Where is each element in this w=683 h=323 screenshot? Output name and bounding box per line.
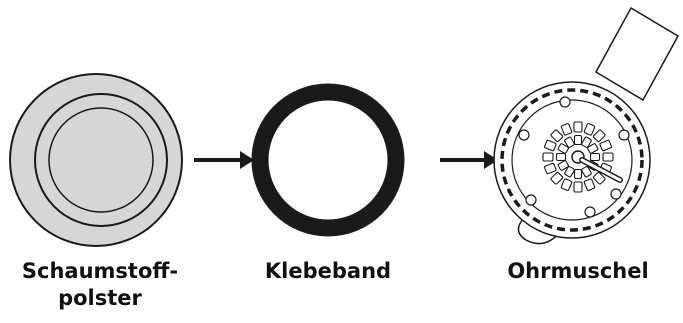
dashed-placement-ring [500,88,644,232]
grille-slot [602,152,614,162]
speaker-grille [542,121,614,193]
grille-slot [557,160,569,171]
grille-slot [599,139,612,152]
cable-core [580,158,622,182]
grille-slot [592,129,606,143]
earcup-illustration [493,6,680,245]
grille-slot [587,143,599,154]
grille-slot [544,139,557,152]
grille-slot [557,143,569,154]
grille-slot [573,121,583,133]
adhesive-tape-ring [251,83,405,237]
grille-slot [542,152,554,162]
grille-slot [573,168,583,180]
headband-arm [594,6,680,102]
grille-slot [581,166,592,178]
grille-slot [583,178,596,191]
grille-slot [564,166,575,178]
grille-slot [564,136,575,148]
grille-slot [583,123,596,136]
arrow-tape-to-earcup [440,151,498,169]
grille-slot [550,171,564,185]
grille-slot [555,152,567,162]
label-foam-pad: Schaumstoff- polster [0,258,200,312]
grille-slot [544,162,557,175]
grille-slot [573,181,583,193]
grille-slot [550,129,564,143]
grille-slot [589,152,601,162]
grille-slot [581,136,592,148]
grille-slot [573,134,583,146]
label-foam-pad-line1: Schaumstoff- [21,259,179,283]
grille-slot [560,123,573,136]
foam-pad-illustration [9,73,183,247]
label-foam-pad-line2: polster [58,286,142,310]
arrow-foam-to-tape [194,151,254,169]
grille-slot [592,171,606,185]
grille-slot [560,178,573,191]
label-earcup: Ohrmuschel [507,259,649,283]
screw-holes [518,96,630,218]
label-adhesive-tape: Klebeband [264,259,392,283]
